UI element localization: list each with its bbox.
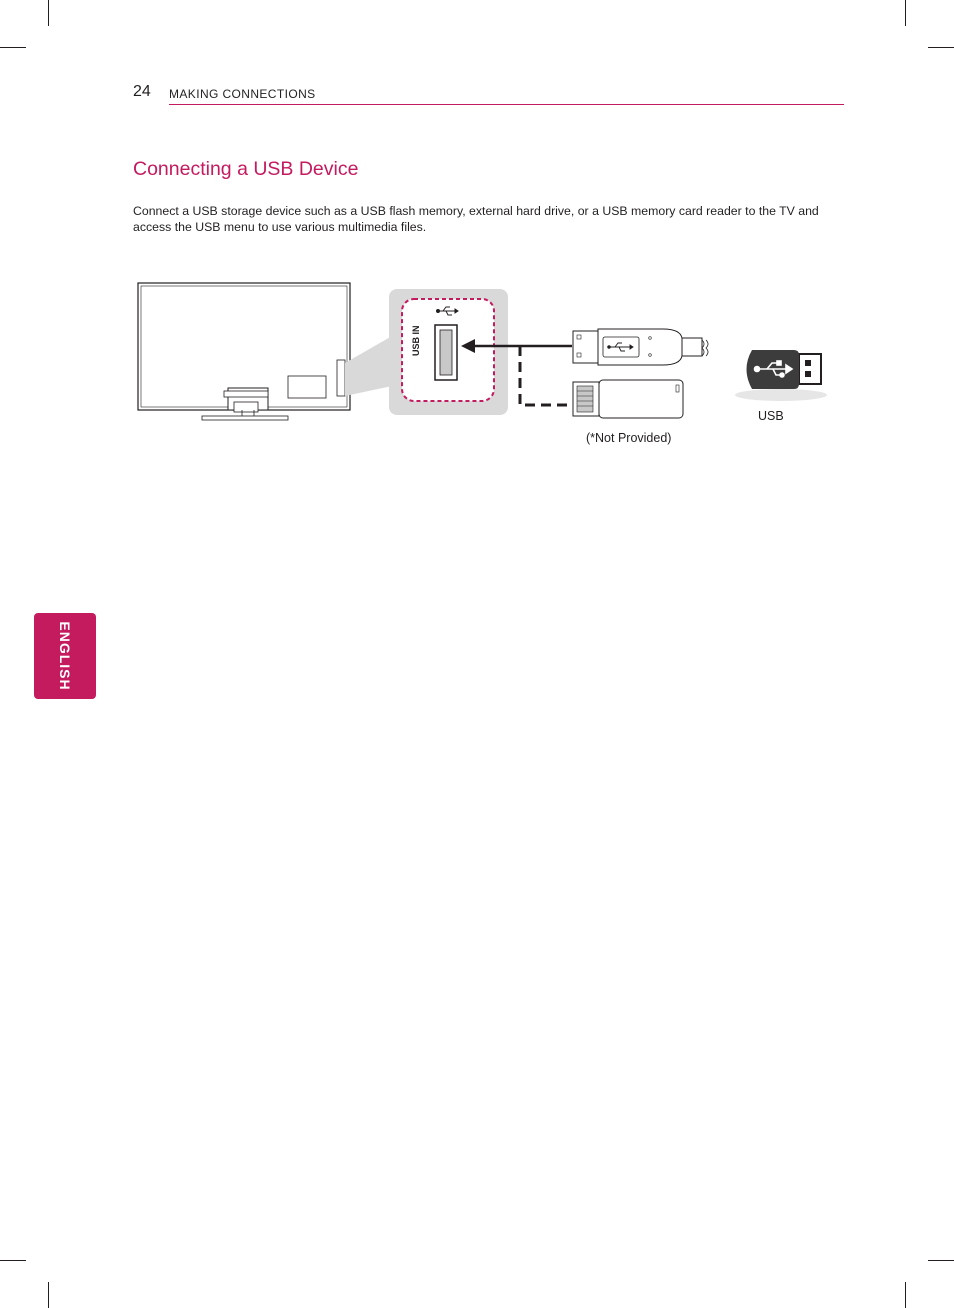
crop-mark bbox=[0, 1260, 26, 1261]
crop-mark bbox=[48, 1282, 49, 1308]
crop-mark bbox=[928, 1260, 954, 1261]
crop-mark bbox=[905, 1282, 906, 1308]
section-title: MAKING CONNECTIONS bbox=[169, 87, 316, 101]
usb-in-port-label: USB IN bbox=[411, 325, 421, 356]
page-number: 24 bbox=[133, 83, 151, 100]
usb-device-label: USB bbox=[758, 409, 784, 423]
page-heading: Connecting a USB Device bbox=[133, 158, 359, 180]
language-tab: ENGLISH bbox=[34, 613, 96, 699]
language-tab-label: ENGLISH bbox=[57, 621, 73, 691]
not-provided-note: (*Not Provided) bbox=[586, 431, 672, 445]
crop-mark bbox=[0, 47, 26, 48]
crop-mark bbox=[928, 47, 954, 48]
flash-drive bbox=[572, 379, 684, 419]
body-paragraph: Connect a USB storage device such as a U… bbox=[133, 204, 819, 234]
tv-back-illustration bbox=[137, 282, 351, 421]
port-zoom-callout bbox=[345, 289, 508, 415]
header-rule bbox=[169, 104, 844, 105]
dashed-connector bbox=[518, 346, 570, 407]
usb-cable-plug bbox=[572, 328, 709, 366]
crop-mark bbox=[48, 0, 49, 26]
usb-device-icon bbox=[735, 350, 827, 401]
usb-connection-diagram: USB IN (*Not Provided) USB bbox=[130, 278, 840, 458]
crop-mark bbox=[905, 0, 906, 26]
diagram-graphic bbox=[137, 282, 827, 421]
